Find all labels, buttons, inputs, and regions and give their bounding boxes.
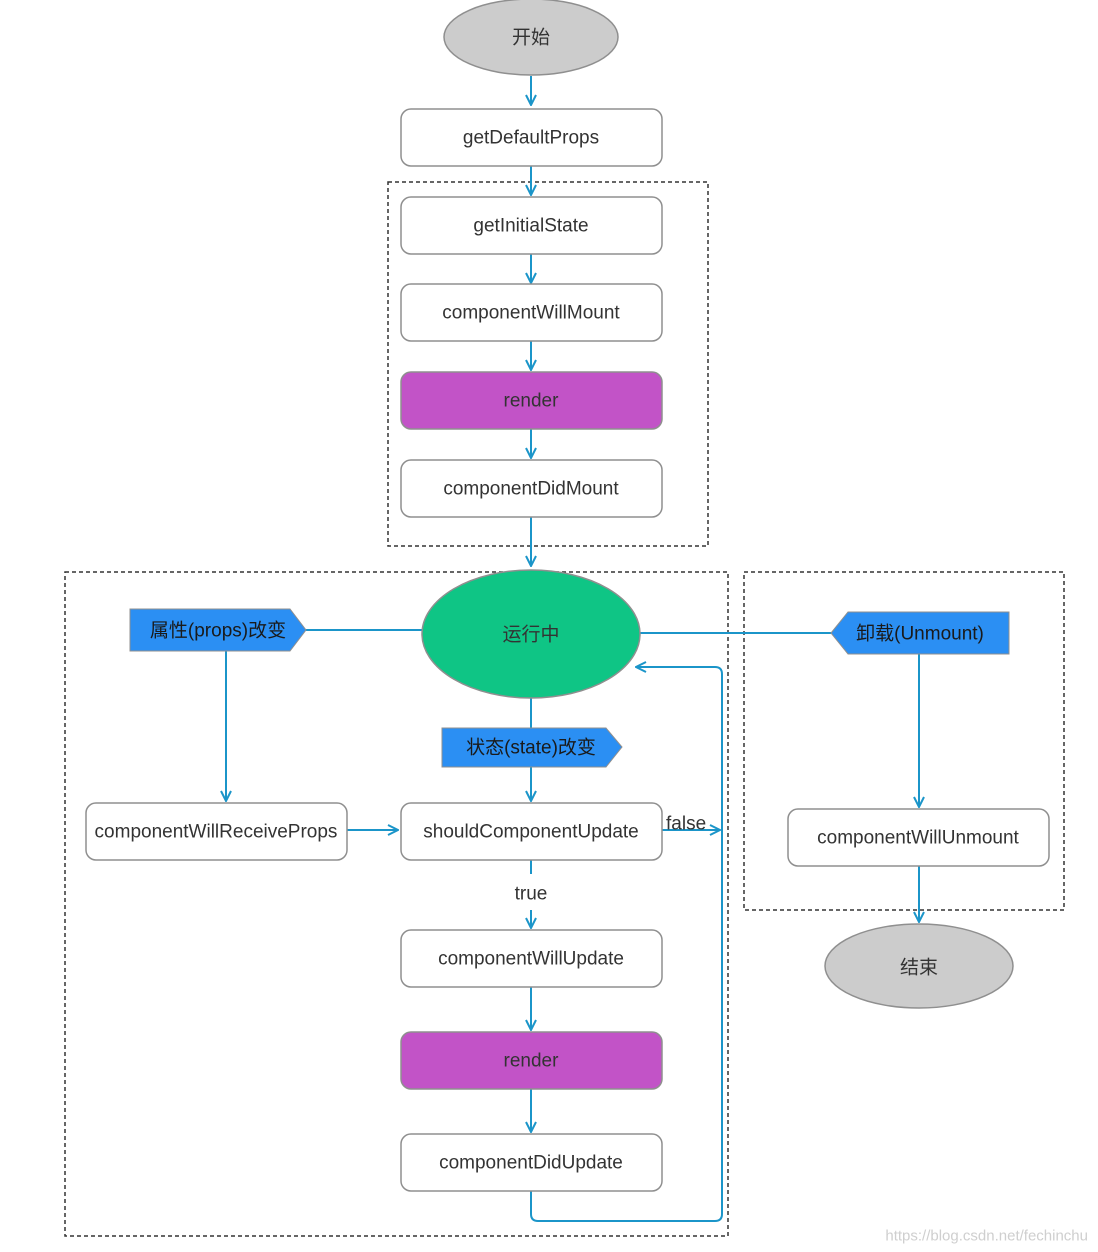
componentwillmount-node: componentWillMount [400,283,663,342]
getdefaultprops-node: getDefaultProps [400,108,663,167]
componentwillupdate-node: componentWillUpdate [400,929,663,988]
state-change-label: 状态(state)改变 [466,737,596,759]
render-update-label: render [504,1051,560,1072]
getinitialstate-label: getInitialState [473,216,588,237]
componentwillunmount-label: componentWillUnmount [817,828,1019,849]
props-change-tag: 属性(props)改变 [129,608,307,652]
componentwillreceiveprops-label: componentWillReceiveProps [95,822,338,843]
edge-didupdate-back-to-running [530,667,723,1222]
render-mount-node: render [400,371,663,430]
componentwillupdate-label: componentWillUpdate [438,949,624,970]
running-label: 运行中 [502,624,559,646]
componentdidmount-label: componentDidMount [443,479,619,500]
componentdidupdate-label: componentDidUpdate [439,1153,623,1174]
componentdidupdate-node: componentDidUpdate [400,1133,663,1192]
mount-group-frame [387,181,709,547]
unmount-label: 卸载(Unmount) [856,623,984,645]
shouldcomponentupdate-node: shouldComponentUpdate [400,802,663,861]
false-edge-label: false [666,814,706,835]
componentwillmount-label: componentWillMount [442,303,620,324]
end-label: 结束 [900,957,938,979]
start-label: 开始 [512,27,550,49]
getdefaultprops-label: getDefaultProps [463,128,599,149]
watermark-text: https://blog.csdn.net/fechinchu [885,1228,1088,1245]
shouldcomponentupdate-label: shouldComponentUpdate [423,822,639,843]
start-node: 开始 [443,0,619,76]
componentdidmount-node: componentDidMount [400,459,663,518]
props-change-label: 属性(props)改变 [150,620,286,642]
getinitialstate-node: getInitialState [400,196,663,255]
edges [226,76,919,1222]
unmount-tag: 卸载(Unmount) [830,611,1010,655]
state-change-tag: 状态(state)改变 [441,727,623,768]
update-group-frame [64,571,729,1237]
componentwillreceiveprops-node: componentWillReceiveProps [85,802,348,861]
componentwillunmount-node: componentWillUnmount [787,808,1050,867]
render-mount-label: render [504,391,560,412]
true-edge-label: true [515,884,548,905]
render-update-node: render [400,1031,663,1090]
end-node: 结束 [824,923,1014,1009]
running-node: 运行中 [421,569,641,699]
